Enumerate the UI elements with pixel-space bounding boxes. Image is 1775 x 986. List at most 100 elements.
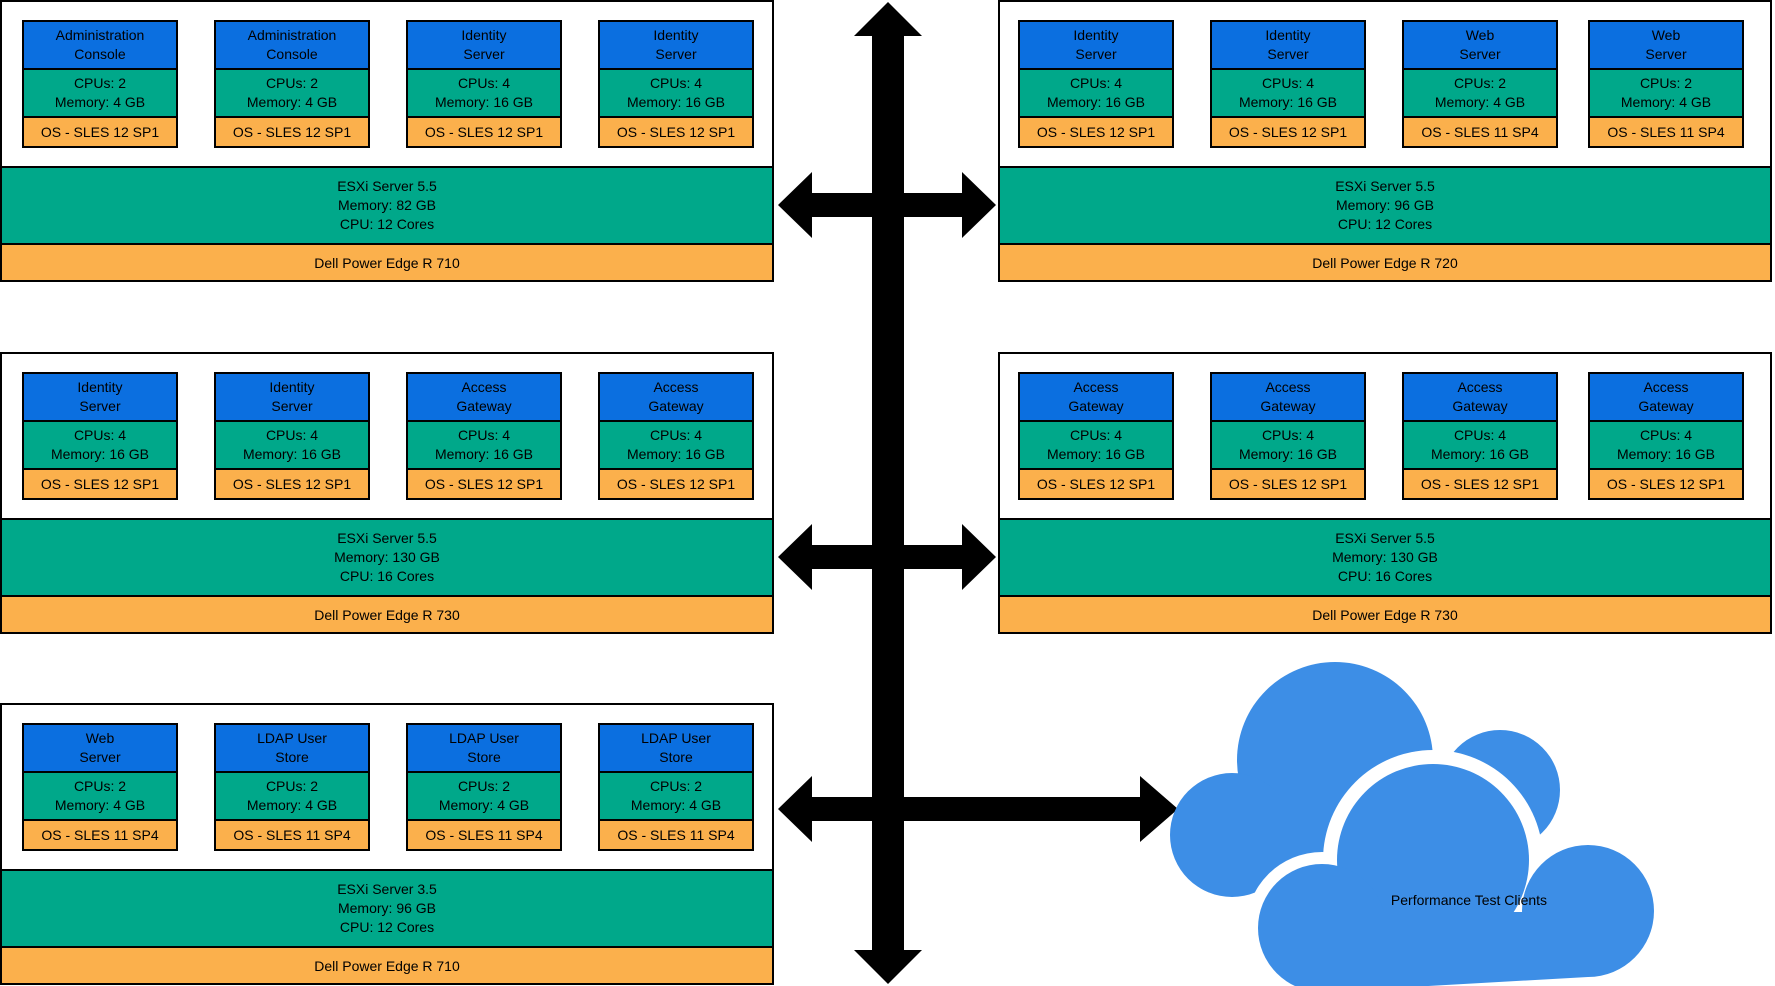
esxi-memory: Memory: 130 GB [334,549,440,565]
vm-name: LDAP User Store [598,723,754,773]
esxi-title: ESXi Server 5.5 [1335,178,1435,194]
vm-cpus: CPUs: 4 [649,75,703,91]
vm-os: OS - SLES 11 SP4 [214,821,370,851]
vm-name: Access Gateway [1210,372,1366,422]
esxi-memory: Memory: 130 GB [1332,549,1438,565]
vm-resources: CPUs: 4 Memory: 16 GB [214,422,370,470]
vm-memory: Memory: 16 GB [626,446,726,462]
vm-cpus: CPUs: 2 [73,75,127,91]
vm-os: OS - SLES 11 SP4 [1402,118,1558,148]
vm-name: Access Gateway [1588,372,1744,422]
vm-cpus: CPUs: 4 [1453,427,1507,443]
vm-os: OS - SLES 11 SP4 [406,821,562,851]
link-arrow-cloud [778,776,1178,842]
link-arrow-row2 [778,524,996,590]
vm-name: Administration Console [214,20,370,70]
vm-name: Identity Server [406,20,562,70]
vm-name: Identity Server [214,372,370,422]
vm-name: Access Gateway [1018,372,1174,422]
esxi-title: ESXi Server 3.5 [337,881,437,897]
vm-cpus: CPUs: 4 [265,427,319,443]
vm-name: Identity Server [1210,20,1366,70]
vm-os: OS - SLES 11 SP4 [1588,118,1744,148]
vm-cpus: CPUs: 4 [1261,427,1315,443]
vm-memory: Memory: 16 GB [434,446,534,462]
esxi-title: ESXi Server 5.5 [337,530,437,546]
vm-resources: CPUs: 2 Memory: 4 GB [598,773,754,821]
link-arrow-row1 [778,172,996,238]
vm-cpus: CPUs: 4 [1639,427,1693,443]
vm-memory: Memory: 4 GB [630,797,722,813]
vm-os: OS - SLES 12 SP1 [1210,118,1366,148]
cloud-label: Performance Test Clients [1390,892,1548,908]
vm-os: OS - SLES 12 SP1 [1588,470,1744,500]
vm-os: OS - SLES 12 SP1 [22,470,178,500]
vm-name: LDAP User Store [406,723,562,773]
vm-memory: Memory: 4 GB [54,797,146,813]
hardware-label: Dell Power Edge R 710 [0,245,774,282]
vm-name: Web Server [1402,20,1558,70]
hardware-label: Dell Power Edge R 730 [0,597,774,634]
vm-resources: CPUs: 4 Memory: 16 GB [1210,422,1366,470]
vm-name: Web Server [1588,20,1744,70]
vm-cpus: CPUs: 2 [265,75,319,91]
esxi-cpu: CPU: 12 Cores [339,216,435,232]
vm-resources: CPUs: 2 Memory: 4 GB [214,70,370,118]
vm-memory: Memory: 4 GB [246,94,338,110]
vm-memory: Memory: 16 GB [1238,446,1338,462]
vm-name: Access Gateway [406,372,562,422]
vm-os: OS - SLES 12 SP1 [406,118,562,148]
vm-os: OS - SLES 12 SP1 [1210,470,1366,500]
esxi-title: ESXi Server 5.5 [337,178,437,194]
vm-memory: Memory: 16 GB [242,446,342,462]
vm-memory: Memory: 4 GB [246,797,338,813]
hardware-label: Dell Power Edge R 720 [998,245,1772,282]
esxi-memory: Memory: 82 GB [337,197,437,213]
vm-cpus: CPUs: 4 [1069,75,1123,91]
hardware-label: Dell Power Edge R 710 [0,948,774,985]
vm-os: OS - SLES 12 SP1 [1402,470,1558,500]
esxi-cpu: CPU: 12 Cores [339,919,435,935]
vm-os: OS - SLES 12 SP1 [214,470,370,500]
vm-cpus: CPUs: 2 [649,778,703,794]
vm-memory: Memory: 16 GB [50,446,150,462]
vm-resources: CPUs: 4 Memory: 16 GB [1402,422,1558,470]
vm-name: LDAP User Store [214,723,370,773]
vm-os: OS - SLES 12 SP1 [1018,470,1174,500]
vm-memory: Memory: 16 GB [1430,446,1530,462]
vm-memory: Memory: 16 GB [1616,446,1716,462]
vm-memory: Memory: 4 GB [1434,94,1526,110]
vm-os: OS - SLES 12 SP1 [406,470,562,500]
esxi-memory: Memory: 96 GB [337,900,437,916]
vm-os: OS - SLES 12 SP1 [598,470,754,500]
vm-resources: CPUs: 4 Memory: 16 GB [1588,422,1744,470]
vm-cpus: CPUs: 4 [1261,75,1315,91]
vm-cpus: CPUs: 4 [1069,427,1123,443]
